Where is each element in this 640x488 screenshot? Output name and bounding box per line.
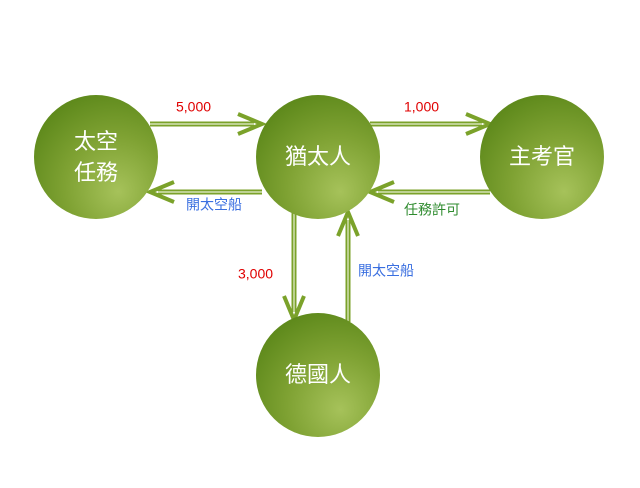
arrow-jews-to-examiner bbox=[370, 112, 496, 136]
arrow-examiner-to-jews bbox=[364, 180, 490, 204]
node-examiner-circle bbox=[480, 95, 604, 219]
edge-label-germans-to-jews: 開太空船 bbox=[358, 263, 414, 279]
edge-label-jews-to-space: 開太空船 bbox=[186, 197, 242, 213]
node-germans-circle bbox=[256, 313, 380, 437]
arrow-jews-to-germans bbox=[282, 212, 306, 326]
node-space-mission-label-line1: 太空 bbox=[74, 130, 118, 155]
arrow-germans-to-jews bbox=[336, 206, 360, 322]
node-germans: 德國人 bbox=[256, 313, 380, 437]
node-examiner-label: 主考官 bbox=[509, 145, 575, 170]
node-jews-circle bbox=[256, 95, 380, 219]
arrow-space-to-jews bbox=[150, 112, 268, 136]
node-examiner: 主考官 bbox=[480, 95, 604, 219]
node-space-mission-circle bbox=[34, 95, 158, 219]
edge-label-space-to-jews: 5,000 bbox=[176, 99, 211, 115]
node-jews: 猶太人 bbox=[256, 95, 380, 219]
node-jews-label: 猶太人 bbox=[285, 145, 351, 170]
edge-label-jews-to-examiner: 1,000 bbox=[404, 99, 439, 115]
node-space-mission-label-line2: 任務 bbox=[74, 161, 118, 186]
node-space-mission: 太空 任務 bbox=[34, 95, 158, 219]
arrow-jews-to-space bbox=[144, 180, 262, 204]
edge-label-jews-to-germans: 3,000 bbox=[238, 266, 273, 282]
edge-label-examiner-to-jews: 任務許可 bbox=[404, 202, 460, 218]
node-germans-label: 德國人 bbox=[285, 363, 351, 388]
